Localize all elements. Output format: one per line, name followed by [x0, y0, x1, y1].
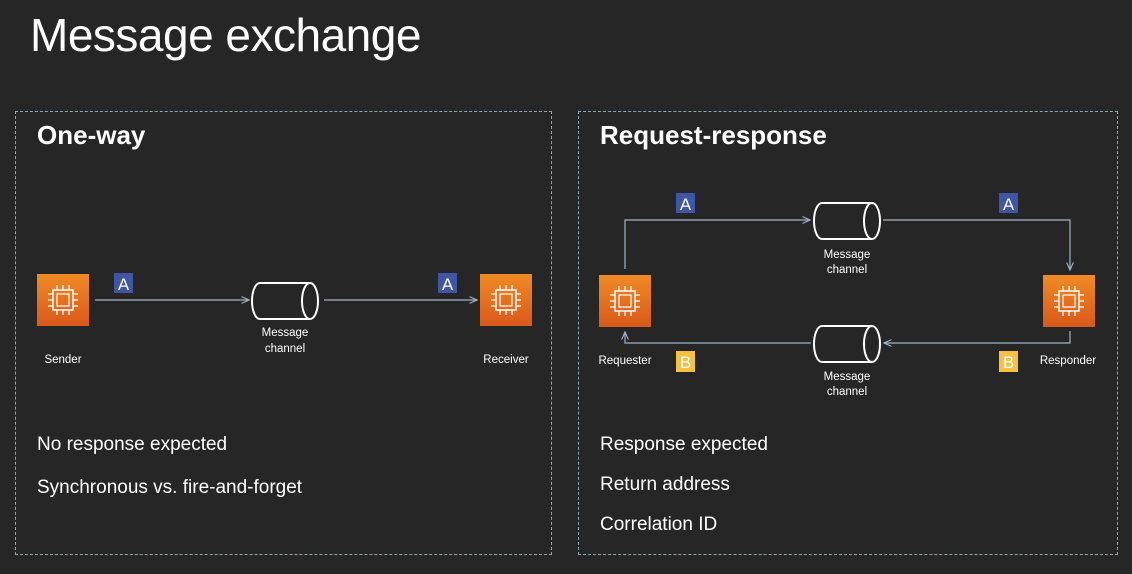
pipe-icon: [813, 202, 881, 240]
sender-node: Sender: [36, 273, 90, 366]
request-arrow-line: [624, 220, 810, 269]
badge-b: B: [676, 351, 695, 372]
channel-label-line1: Message: [824, 371, 871, 383]
badge-a: A: [438, 273, 457, 294]
response-arrow-line: [884, 331, 1071, 343]
svg-text:B: B: [1003, 353, 1014, 372]
pipe-icon: [813, 325, 881, 363]
svg-text:B: B: [680, 353, 691, 372]
request-response-point: Response expected: [600, 434, 768, 455]
chip-icon: [479, 273, 533, 327]
request-channel: Message channel: [813, 202, 881, 276]
responder-label: Responder: [1040, 355, 1096, 367]
request-response-points: Response expected Return address Correla…: [600, 434, 768, 554]
one-way-panel: One-way No response expected Synchronous…: [15, 111, 552, 555]
badge-b: B: [999, 351, 1018, 372]
requester-node: Requester: [598, 274, 652, 367]
chip-icon: [36, 273, 90, 327]
request-response-point: Return address: [600, 474, 730, 495]
one-way-heading: One-way: [37, 120, 146, 150]
channel-label-line1: Message: [262, 327, 309, 339]
channel-label-line2: channel: [827, 264, 867, 276]
svg-text:A: A: [118, 275, 130, 294]
one-way-points: No response expected Synchronous vs. fir…: [37, 434, 302, 520]
request-response-point: Correlation ID: [600, 514, 718, 535]
response-channel: Message channel: [813, 325, 881, 398]
request-arrow-line: [883, 219, 1070, 270]
badge-a: A: [114, 273, 133, 294]
sender-label: Sender: [44, 354, 81, 366]
chip-icon: [598, 274, 652, 328]
responder-node: Responder: [1040, 274, 1096, 367]
chip-icon: [1042, 274, 1096, 328]
badge-a: A: [999, 193, 1018, 214]
pipe-icon: [251, 282, 319, 320]
svg-text:A: A: [680, 195, 692, 214]
receiver-label: Receiver: [483, 354, 529, 366]
channel-label-line2: channel: [265, 343, 305, 355]
receiver-node: Receiver: [479, 273, 533, 366]
request-response-heading: Request-response: [600, 120, 827, 150]
svg-text:A: A: [442, 275, 454, 294]
channel-label-line2: channel: [827, 386, 867, 398]
requester-label: Requester: [598, 355, 651, 367]
one-way-point: Synchronous vs. fire-and-forget: [37, 477, 303, 498]
svg-text:A: A: [1003, 195, 1015, 214]
one-way-channel: Message channel: [251, 282, 319, 355]
badge-a: A: [676, 193, 695, 214]
channel-label-line1: Message: [824, 249, 871, 261]
one-way-point: No response expected: [37, 434, 228, 455]
page-title: Message exchange: [30, 9, 421, 61]
response-arrow-line: [625, 332, 811, 344]
request-response-panel: Request-response Response expected Retur…: [578, 111, 1118, 555]
